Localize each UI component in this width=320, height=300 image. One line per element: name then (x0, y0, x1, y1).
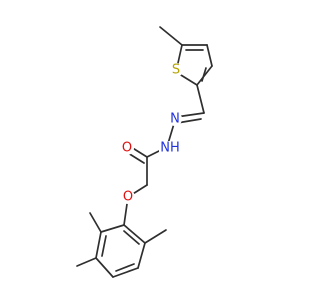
atom-label-nh: NH (160, 141, 180, 156)
atom-label-carbonyl-o: O (122, 141, 132, 156)
bond-benzene-1-2 (100, 224, 125, 233)
molecule-structure: S N NH O O (76, 26, 213, 278)
atom-imine-nitrogen: N (168, 112, 182, 127)
atom-label-s: S (172, 63, 180, 78)
bond-methyl-benzene-2 (89, 212, 102, 233)
atom-sulfur: S (169, 63, 183, 78)
bond-thiophene-ch (196, 84, 205, 114)
bond-benzene-4-5-double (115, 263, 135, 272)
bond-benzene-6-1 (123, 224, 146, 244)
atom-label-n: N (170, 112, 180, 127)
bond-benzene-2-3 (95, 231, 102, 259)
bond-benzene-3-4 (95, 257, 114, 278)
bond-thiophene-c3-c3-double (201, 67, 207, 82)
atom-amide-nitrogen: NH (159, 141, 180, 156)
atom-label-ether-o: O (123, 190, 133, 205)
bond-methyl-benzene-6 (144, 229, 167, 244)
bond-thiophene-c3-c4 (206, 44, 213, 67)
bond-benzene-4-5 (112, 267, 139, 278)
bond-carbonyl-double (127, 152, 145, 164)
bond-benzene-5-6 (137, 242, 146, 269)
bond-methyl-thiophene (159, 26, 183, 46)
atom-labels: S N NH O O (120, 63, 183, 205)
structure-canvas: S N NH O O (76, 26, 213, 278)
atom-carbonyl-oxygen: O (120, 141, 134, 156)
bond-benzene-2-3-double (101, 235, 107, 257)
bond-benzene-6-1-double (123, 230, 140, 245)
bond-lines (76, 26, 213, 278)
atom-ether-oxygen: O (121, 190, 135, 205)
bond-methyl-benzene-3 (76, 257, 97, 267)
